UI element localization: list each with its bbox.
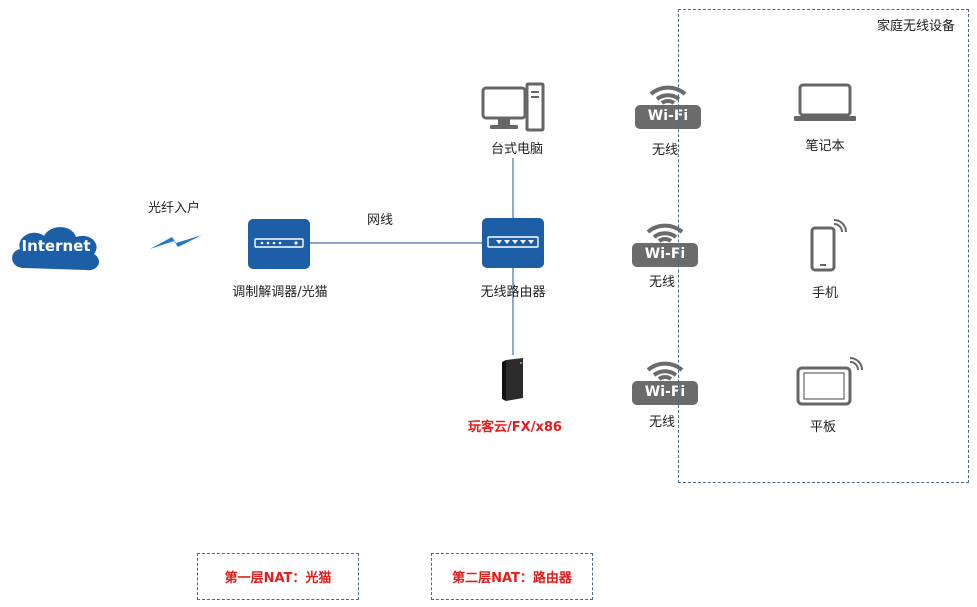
wifi-badge-2-text: Wi-Fi — [644, 246, 686, 262]
router-icon — [482, 218, 544, 268]
second-nat-note: 第二层NAT：路由器 — [431, 553, 593, 600]
wifi-badge-3-text: Wi-Fi — [644, 384, 686, 400]
nas-label: 玩客云/FX/x86 — [468, 420, 562, 435]
laptop-icon — [794, 83, 856, 121]
desktop-label: 台式电脑 — [490, 142, 543, 157]
home-wireless-devices-group — [678, 9, 969, 483]
router-label: 无线路由器 — [480, 285, 546, 300]
wifi-1-label: 无线 — [651, 143, 678, 158]
wifi-badge-3-icon — [632, 361, 698, 405]
device-laptop-label: 笔记本 — [805, 139, 845, 154]
nas-box-icon — [502, 358, 523, 401]
device-tablet-label: 平板 — [809, 420, 836, 435]
lightning-icon — [150, 235, 202, 249]
wifi-3-label: 无线 — [648, 415, 675, 430]
first-nat-note: 第一层NAT：光猫 — [197, 553, 359, 600]
phone-icon — [810, 219, 847, 272]
wifi-2-label: 无线 — [648, 275, 675, 290]
fiber-label: 光纤入户 — [147, 201, 200, 216]
desktop-computer-icon — [481, 82, 545, 132]
wifi-badge-2-icon — [632, 223, 698, 267]
wifi-badge-1-icon — [635, 85, 701, 129]
tablet-icon — [796, 357, 863, 406]
internet-cloud-icon — [12, 227, 100, 271]
cable-label: 网线 — [366, 213, 393, 228]
modem-icon — [248, 219, 310, 269]
internet-label: Internet — [21, 237, 91, 255]
modem-label: 调制解调器/光猫 — [232, 285, 328, 300]
home-group-title: 家庭无线设备 — [876, 19, 955, 34]
device-phone-label: 手机 — [811, 286, 838, 301]
